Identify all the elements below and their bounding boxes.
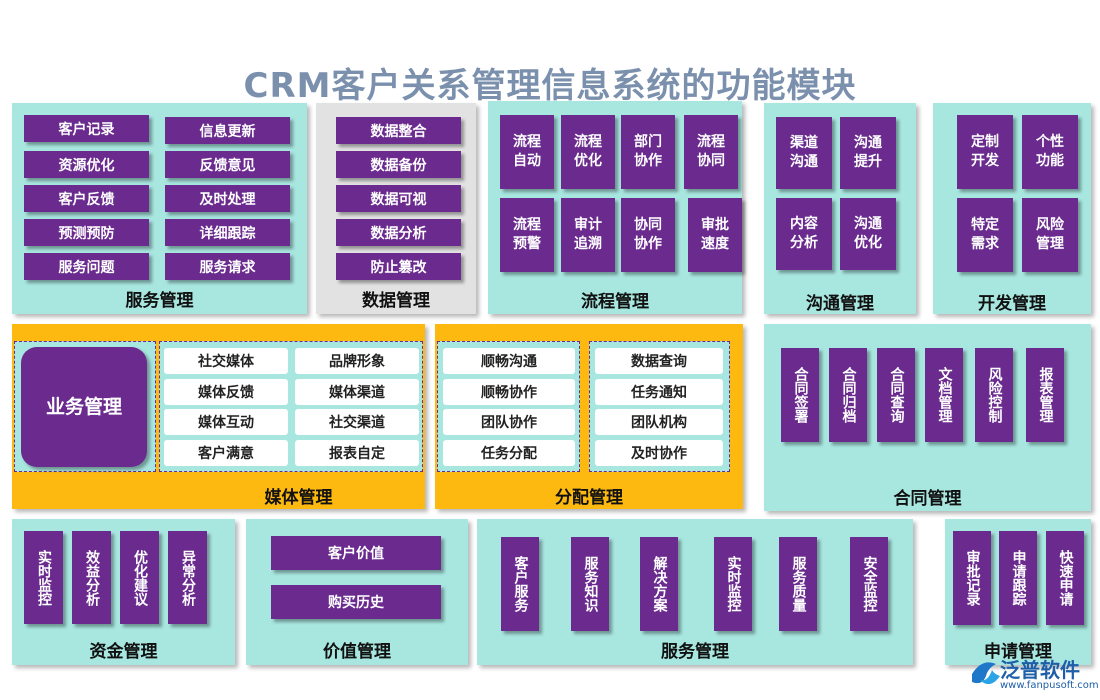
module-item[interactable]: 数据查询 (595, 348, 723, 374)
module-item[interactable]: 安全监控 (850, 537, 888, 631)
media-management-panel: 业务管理 社交媒体 品牌形象 媒体反馈 媒体渠道 媒体互动 社交渠道 客户满意 … (12, 324, 425, 509)
module-item[interactable]: 数据可视 (336, 185, 461, 212)
module-item[interactable]: 及时处理 (165, 185, 290, 212)
module-item[interactable]: 资源优化 (24, 151, 149, 178)
value-management-panel: 客户价值 购买历史 价值管理 (246, 519, 468, 665)
module-item[interactable]: 审批速度 (688, 198, 742, 272)
module-item[interactable]: 客户反馈 (24, 185, 149, 212)
module-item[interactable]: 社交渠道 (295, 409, 419, 435)
development-management-panel: 定制开发 个性功能 特定需求 风险管理 开发管理 (933, 103, 1091, 314)
module-item[interactable]: 审批记录 (953, 531, 991, 625)
module-item[interactable]: 流程自动 (500, 115, 554, 189)
module-item[interactable]: 合同归档 (829, 348, 867, 442)
module-item[interactable]: 信息更新 (165, 117, 290, 144)
module-item[interactable]: 流程协同 (684, 115, 738, 189)
business-management-button[interactable]: 业务管理 (21, 347, 147, 467)
module-item[interactable]: 个性功能 (1022, 115, 1078, 189)
panel-label: 开发管理 (978, 294, 1046, 314)
panel-label: 服务管理 (661, 642, 729, 662)
panel-label: 分配管理 (555, 488, 623, 508)
module-item[interactable]: 解决方案 (640, 537, 678, 631)
module-item[interactable]: 服务质量 (779, 537, 817, 631)
module-item[interactable]: 购买历史 (271, 585, 441, 619)
contract-management-panel: 合同签署 合同归档 合同查询 文档管理 风险控制 报表管理 合同管理 (764, 324, 1091, 511)
module-item[interactable]: 定制开发 (957, 115, 1013, 189)
module-item[interactable]: 特定需求 (957, 198, 1013, 272)
module-item[interactable]: 报表自定 (295, 440, 419, 466)
module-item[interactable]: 快速申请 (1046, 531, 1084, 625)
module-item[interactable]: 渠道沟通 (776, 117, 832, 189)
module-item[interactable]: 团队协作 (443, 409, 575, 435)
module-item[interactable]: 报表管理 (1026, 348, 1064, 442)
panel-label: 服务管理 (125, 291, 194, 311)
module-item[interactable]: 媒体互动 (164, 409, 288, 435)
panel-label: 资金管理 (89, 642, 158, 662)
communication-management-panel: 渠道沟通 沟通提升 内容分析 沟通优化 沟通管理 (764, 103, 916, 314)
module-item[interactable]: 效益分析 (72, 531, 111, 624)
module-item[interactable]: 顺畅沟通 (443, 348, 575, 374)
module-item[interactable]: 合同查询 (877, 348, 915, 442)
module-item[interactable]: 部门协作 (621, 115, 675, 189)
module-item[interactable]: 及时协作 (595, 440, 723, 466)
module-item[interactable]: 实时监控 (24, 531, 63, 624)
module-item[interactable]: 沟通优化 (840, 198, 896, 270)
module-item[interactable]: 审计追溯 (561, 198, 615, 272)
logo-url: www.fanpusoft.com (1000, 680, 1099, 691)
module-item[interactable]: 优化建议 (120, 531, 159, 624)
page-title: CRM客户关系管理信息系统的功能模块 (243, 66, 857, 106)
module-item[interactable]: 流程优化 (561, 115, 615, 189)
panel-label: 合同管理 (893, 489, 962, 509)
process-management-panel: 流程自动 流程优化 部门协作 流程协同 流程预警 审计追溯 协同协作 审批速度 … (488, 101, 742, 314)
module-item[interactable]: 媒体反馈 (164, 379, 288, 405)
panel-label: 数据管理 (362, 291, 430, 311)
fanpu-logo: 泛普软件 www.fanpusoft.com (966, 652, 1099, 696)
data-management-panel: 数据整合 数据备份 数据可视 数据分析 防止篡改 数据管理 (316, 103, 476, 314)
module-item[interactable]: 团队机构 (595, 409, 723, 435)
application-management-panel: 审批记录 申请跟踪 快速申请 申请管理 (945, 519, 1091, 665)
module-item[interactable]: 品牌形象 (295, 348, 419, 374)
module-item[interactable]: 流程预警 (500, 198, 554, 272)
module-item[interactable]: 预测预防 (24, 219, 149, 246)
module-item[interactable]: 协同协作 (621, 198, 675, 272)
module-item[interactable]: 社交媒体 (164, 348, 288, 374)
logo-name: 泛普软件 (1000, 658, 1080, 682)
module-item[interactable]: 客户价值 (271, 536, 441, 570)
module-item[interactable]: 数据整合 (336, 117, 461, 144)
module-item[interactable]: 媒体渠道 (295, 379, 419, 405)
module-item[interactable]: 异常分析 (168, 531, 207, 624)
module-item[interactable]: 顺畅协作 (443, 379, 575, 405)
distribution-management-panel: 顺畅沟通 顺畅协作 团队协作 任务分配 数据查询 任务通知 团队机构 及时协作 … (435, 324, 743, 509)
service-management-2-panel: 客户服务 服务知识 解决方案 实时监控 服务质量 安全监控 服务管理 (477, 519, 913, 665)
module-item[interactable]: 详细跟踪 (165, 219, 290, 246)
panel-label: 申请管理 (984, 642, 1052, 662)
service-management-panel: 客户记录 信息更新 资源优化 反馈意见 客户反馈 及时处理 预测预防 详细跟踪 … (12, 103, 307, 314)
module-item[interactable]: 内容分析 (776, 198, 832, 270)
panel-label: 价值管理 (323, 642, 391, 662)
fanpu-logo-icon (972, 662, 1000, 685)
module-item[interactable]: 文档管理 (925, 348, 963, 442)
module-item[interactable]: 服务问题 (24, 253, 149, 280)
fund-management-panel: 实时监控 效益分析 优化建议 异常分析 资金管理 (12, 519, 235, 665)
module-item[interactable]: 反馈意见 (165, 151, 290, 178)
module-item[interactable]: 客户满意 (164, 440, 288, 466)
module-item[interactable]: 沟通提升 (840, 117, 896, 189)
module-item[interactable]: 任务通知 (595, 379, 723, 405)
panel-label: 沟通管理 (806, 294, 874, 314)
panel-label: 媒体管理 (264, 488, 333, 508)
panel-label: 流程管理 (581, 292, 649, 312)
module-item[interactable]: 服务知识 (571, 537, 609, 631)
module-item[interactable]: 合同签署 (781, 348, 819, 442)
module-item[interactable]: 任务分配 (443, 440, 575, 466)
module-item[interactable]: 申请跟踪 (999, 531, 1037, 625)
module-item[interactable]: 防止篡改 (336, 253, 461, 280)
module-item[interactable]: 服务请求 (165, 253, 290, 280)
module-item[interactable]: 客户记录 (24, 115, 149, 142)
module-item[interactable]: 实时监控 (714, 537, 752, 631)
module-item[interactable]: 客户服务 (501, 537, 539, 631)
module-item[interactable]: 数据分析 (336, 219, 461, 246)
module-item[interactable]: 风险管理 (1022, 198, 1078, 272)
module-item[interactable]: 风险控制 (975, 348, 1013, 442)
module-item[interactable]: 数据备份 (336, 151, 461, 178)
